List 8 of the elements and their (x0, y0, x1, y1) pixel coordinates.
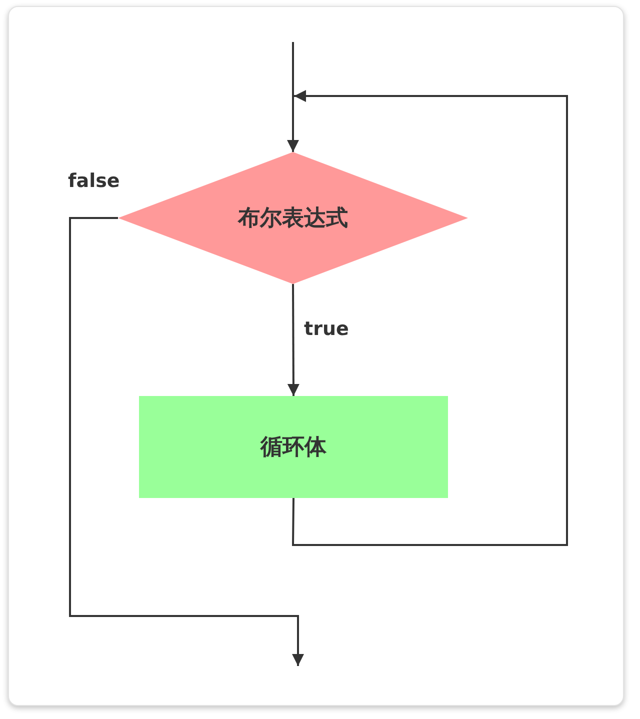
arrow (287, 42, 299, 152)
arrow (69, 217, 304, 666)
arrow (292, 90, 568, 546)
node-label: 布尔表达式 (238, 204, 348, 232)
process-box (139, 396, 448, 498)
node-label: 循环体 (260, 434, 326, 462)
decision-diamond (118, 152, 468, 284)
arrow (287, 284, 300, 396)
